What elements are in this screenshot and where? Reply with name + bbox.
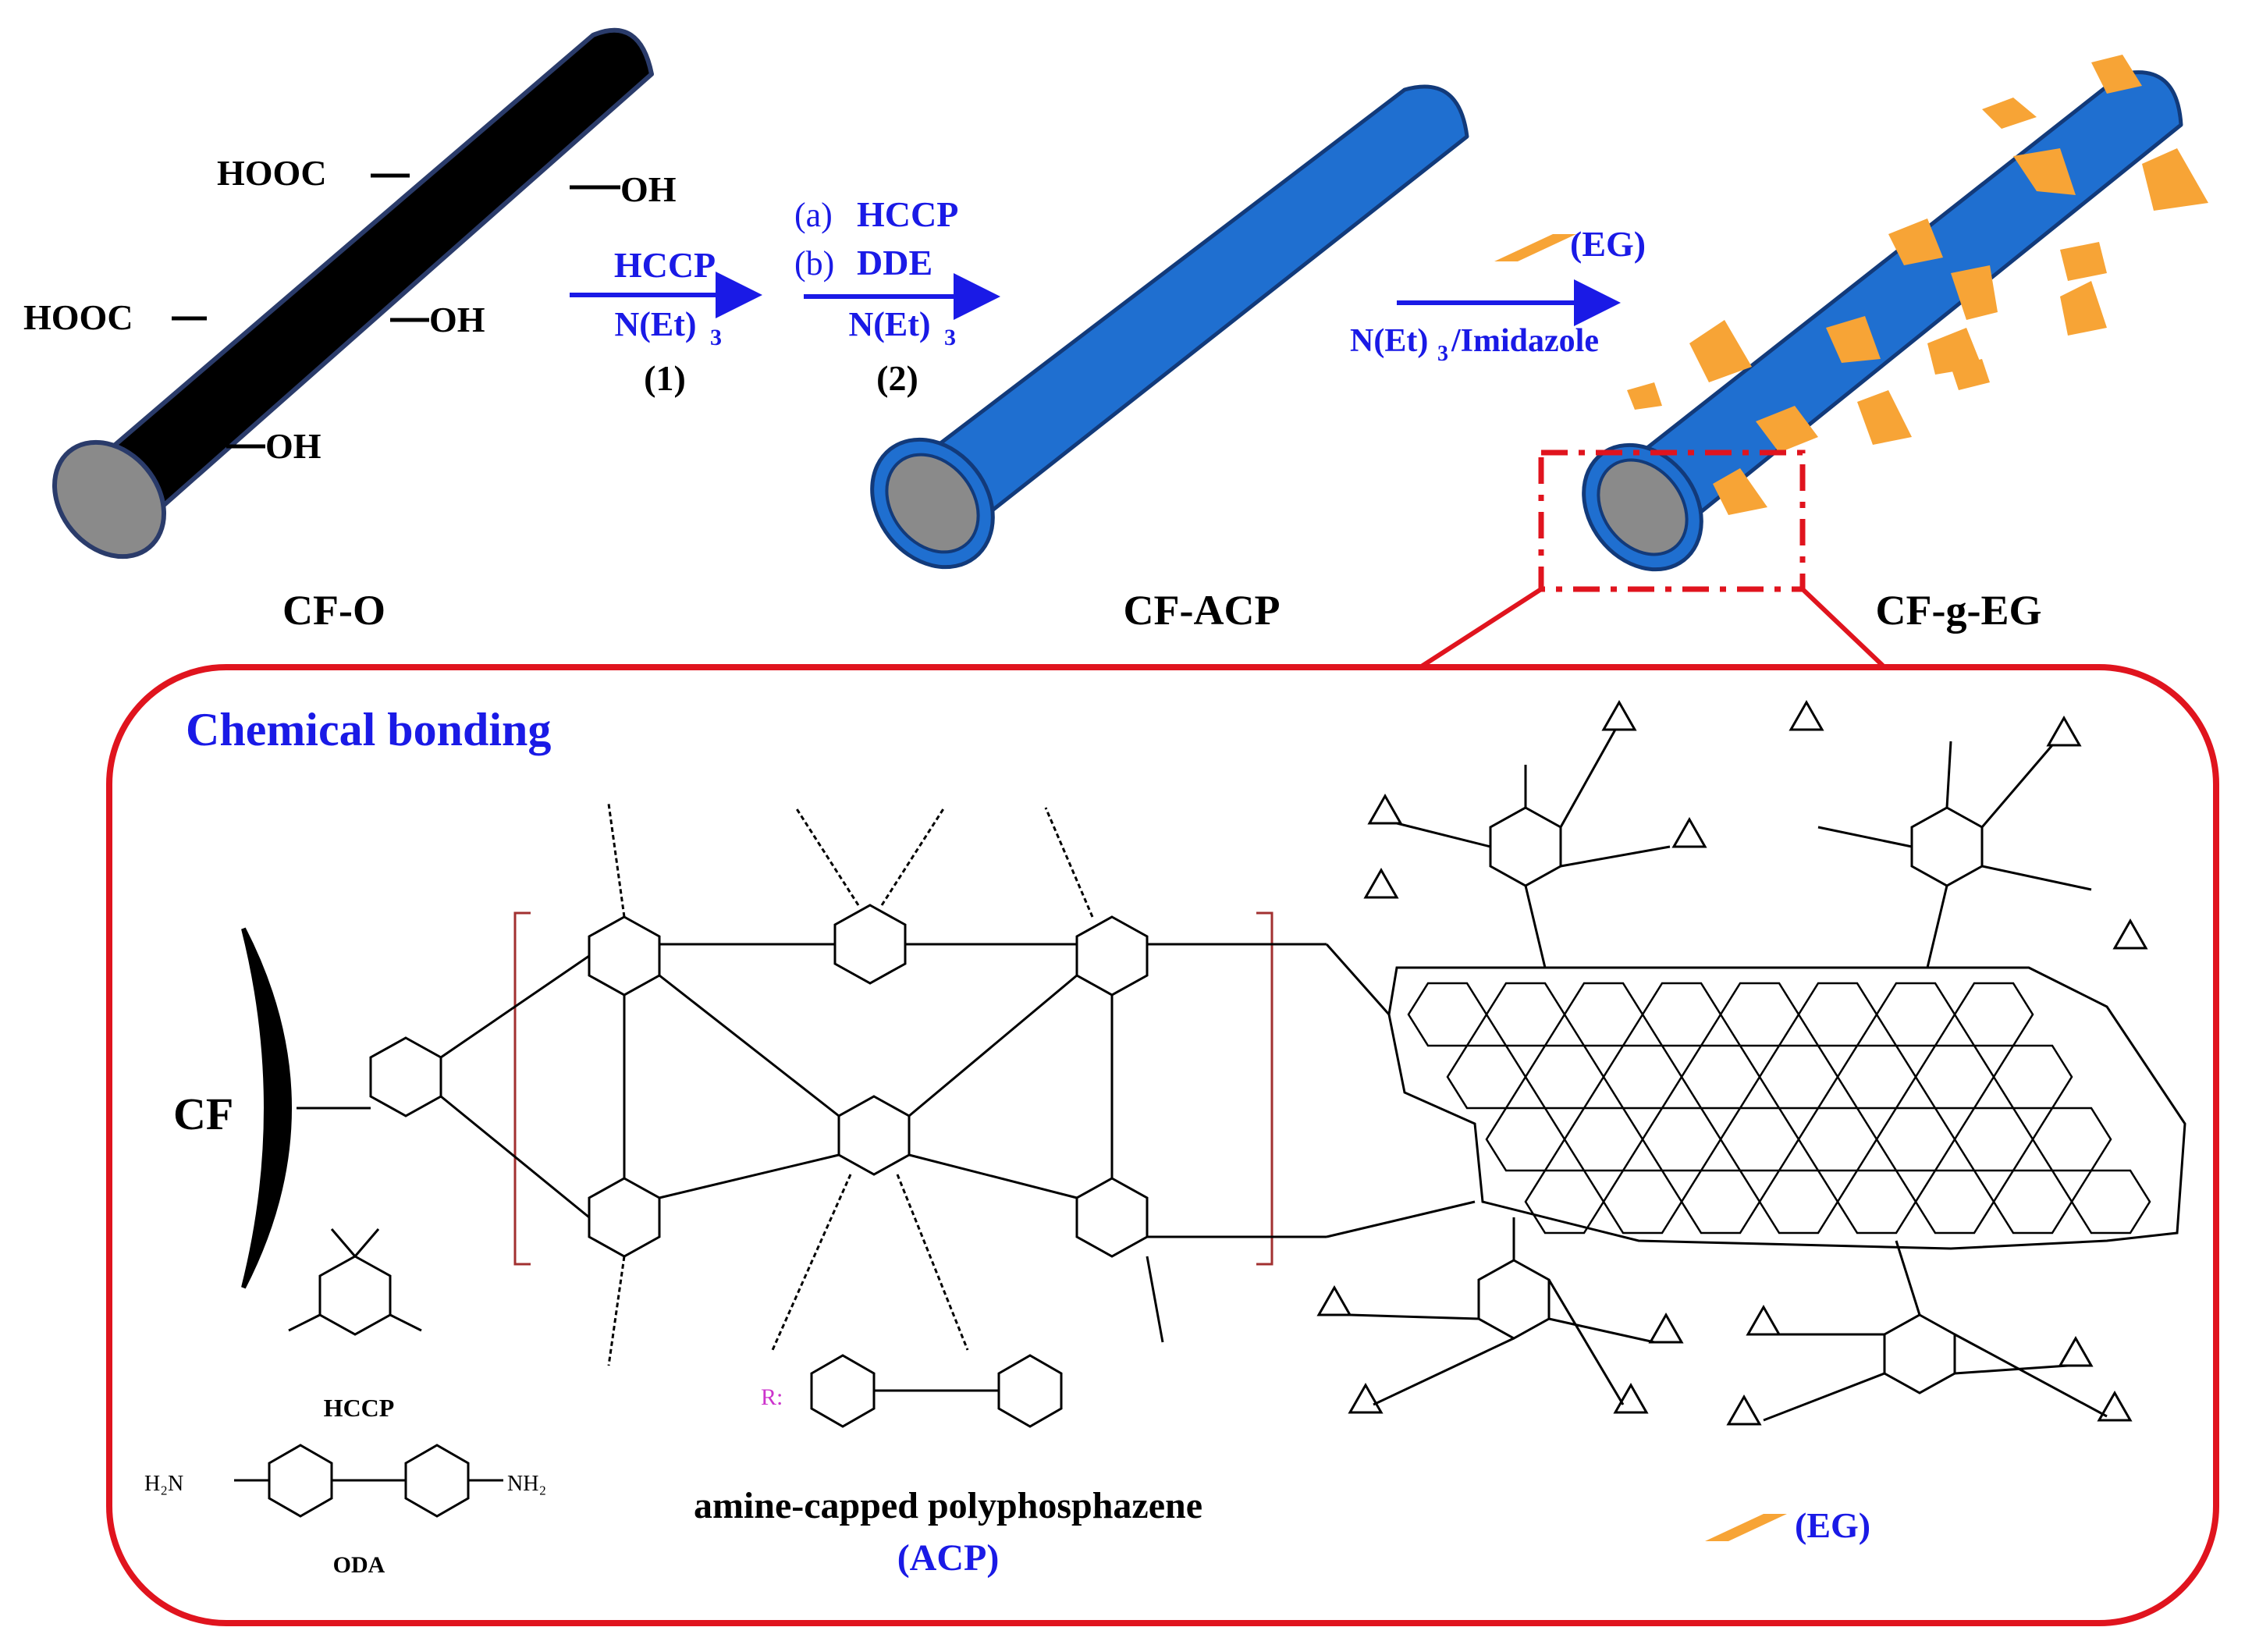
eg-legend: (EG) — [1705, 1505, 1870, 1545]
hexagon-sheet-icon — [1387, 966, 2186, 1250]
oda-left-group: H₂N — [144, 1472, 183, 1496]
cf-acp-fiber: CF-ACP — [870, 84, 1469, 634]
step-2-b: DDE — [857, 243, 932, 282]
cf-g-eg-fiber: CF-g-EG — [1538, 55, 2208, 634]
group-hooc-2: HOOC — [23, 297, 133, 337]
cf-o-fiber: HOOC OH HOOC OH OH CF-O — [23, 27, 677, 634]
step-2-a: HCCP — [857, 194, 958, 234]
oda-right-group: NH₂ — [507, 1472, 546, 1496]
eg-legend-label: (EG) — [1795, 1505, 1870, 1545]
panel-title: Chemical bonding — [186, 704, 551, 755]
oda-structure — [234, 1444, 503, 1518]
fiber-core — [1597, 458, 1689, 556]
eg-flake-icon — [1705, 1514, 1787, 1541]
group-oh-2: OH — [429, 300, 485, 339]
epoxide-icon — [1316, 699, 2148, 1426]
cf-surface: CF — [173, 927, 292, 1289]
r-label: R: — [761, 1384, 783, 1410]
eg-flake-icon — [1494, 234, 1576, 261]
r-group-definition: R: — [761, 1354, 1063, 1428]
step-2-base: N(Et) — [848, 305, 930, 343]
step-1-number: (1) — [644, 358, 686, 398]
callout-line-right — [1800, 587, 1887, 670]
zoom-box — [1538, 449, 1806, 592]
acp-network — [297, 803, 1327, 1366]
hccp-structure — [288, 1228, 422, 1336]
step-3-legend: (EG) — [1570, 224, 1646, 264]
step-1-reagent: HCCP — [614, 245, 716, 285]
group-oh-1: OH — [620, 169, 677, 209]
group-oh-3: OH — [265, 426, 321, 466]
step-1-base-sub: 3 — [710, 325, 722, 350]
blue-fiber-icon — [895, 84, 1469, 529]
hccp-label: HCCP — [324, 1394, 395, 1422]
step-3-conditions-sub: 3 — [1437, 342, 1448, 366]
chemical-bonding-panel — [106, 664, 2219, 1626]
cf-g-eg-label: CF-g-EG — [1876, 587, 2042, 634]
cf-o-label: CF-O — [282, 587, 385, 634]
step-2-a-prefix: (a) — [794, 196, 833, 234]
acp-name: amine-capped polyphosphazene — [694, 1485, 1202, 1526]
group-hooc-1: HOOC — [217, 153, 327, 193]
callout-line-left — [1419, 587, 1543, 670]
fiber-core — [52, 439, 167, 560]
acp-abbr: (ACP) — [897, 1537, 1000, 1579]
step-3: (EG) N(Et) 3 /Imidazole — [1350, 224, 1646, 366]
step-3-conditions-a: N(Et) — [1350, 323, 1428, 359]
step-2-number: (2) — [876, 358, 918, 398]
step-1: HCCP N(Et) 3 (1) — [570, 245, 762, 398]
black-fiber-icon — [72, 27, 654, 521]
step-2: (a) HCCP (b) DDE N(Et) 3 (2) — [794, 194, 1000, 398]
step-2-base-sub: 3 — [944, 325, 956, 350]
oda-label: ODA — [333, 1552, 385, 1578]
cf-label: CF — [173, 1089, 233, 1139]
graphene-oxide-sheet — [1316, 699, 2186, 1426]
acp-polymer-bracket — [513, 911, 1273, 1266]
eg-flakes — [1627, 55, 2208, 515]
fiber-core — [885, 453, 980, 554]
step-2-b-prefix: (b) — [794, 244, 834, 282]
cf-crescent-icon — [241, 927, 292, 1289]
cf-acp-label: CF-ACP — [1124, 587, 1281, 634]
step-3-conditions-b: /Imidazole — [1451, 323, 1599, 359]
step-1-base: N(Et) — [614, 305, 696, 343]
